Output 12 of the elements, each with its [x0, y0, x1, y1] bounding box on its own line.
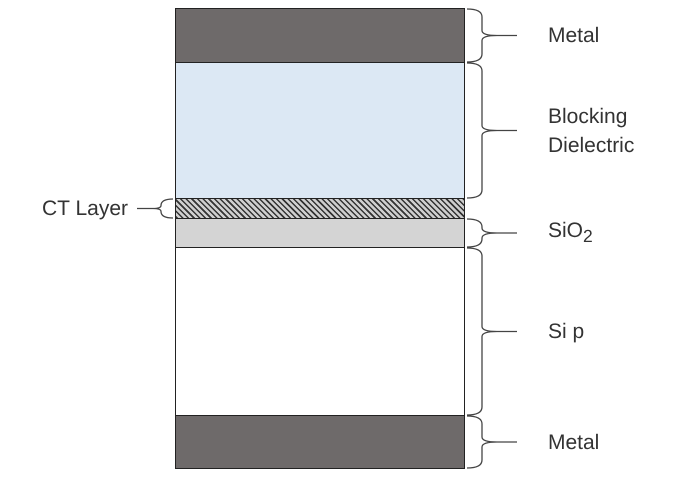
- layer-label: Si p: [548, 319, 584, 345]
- layer-block: [175, 218, 465, 248]
- layer-label: Metal: [548, 23, 600, 49]
- layer-block: [175, 415, 465, 469]
- layer-block: [175, 8, 465, 63]
- layer-block: [175, 198, 465, 219]
- layer-label: CT Layer: [42, 196, 128, 222]
- layer-label: Blocking Dielectric: [548, 104, 636, 158]
- layer-label: Metal: [548, 430, 600, 456]
- layer-block: [175, 247, 465, 416]
- layer-block: [175, 62, 465, 199]
- layer-label: SiO$_{2}$: [548, 218, 593, 248]
